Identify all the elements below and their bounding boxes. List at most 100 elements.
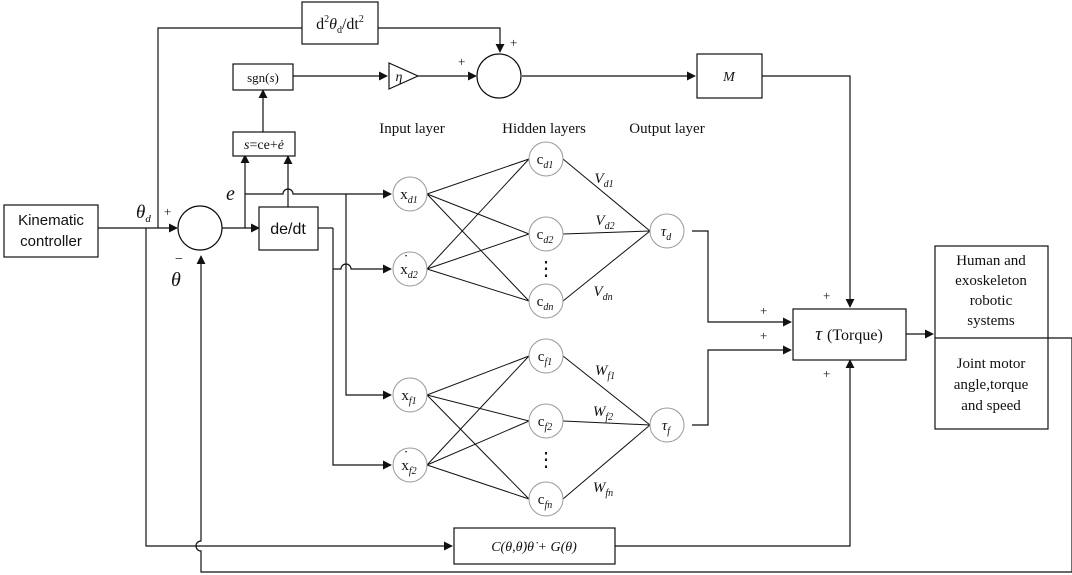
wire-theta-feedback xyxy=(195,255,1072,573)
kinematic-label-line2: controller xyxy=(20,233,82,250)
wire-dynamics-to-torque xyxy=(615,359,855,547)
sliding-summing-junction xyxy=(476,53,522,99)
torque-label: τ(Torque) xyxy=(815,324,883,345)
lower-input-2-dot: ˙ xyxy=(404,449,409,465)
lower-output: τf xyxy=(649,407,685,443)
upper-input-1-label: xd1 xyxy=(400,187,418,206)
upper-input-2-dot: ˙ xyxy=(404,253,409,269)
derivative-block: de/dt xyxy=(258,206,319,251)
nn-connection xyxy=(426,193,530,302)
sliding-surface-label: s=ce+ė xyxy=(244,138,284,153)
signal-labels: θd + − θ e + + + + + + xyxy=(136,35,830,381)
nn-connection xyxy=(426,355,530,396)
output-layer-label: Output layer xyxy=(629,121,704,137)
input-layer-label: Input layer xyxy=(379,121,444,137)
nn-output-connection xyxy=(562,355,651,426)
wire-tauf-to-torque xyxy=(692,345,792,426)
plus-sign-m: + xyxy=(823,288,830,303)
lower-input-1: xf1 xyxy=(392,377,428,413)
kinematic-label-line1: Kinematic xyxy=(18,212,84,229)
plus-sign-tauf: + xyxy=(760,328,767,343)
wire-edot-to-xd2 xyxy=(332,228,392,274)
wire-e-to-xf1 xyxy=(345,194,392,400)
upper-hidden-1-label: cd1 xyxy=(537,152,554,171)
wire-thetad-to-dynamics xyxy=(145,228,453,551)
wire-thetad-to-accel xyxy=(157,27,302,228)
wire-m-to-torque xyxy=(762,75,855,308)
lower-weight-2: Wf2 xyxy=(593,404,613,423)
nn-output-connection xyxy=(562,420,651,426)
error-summing-junction xyxy=(177,205,223,251)
upper-input-2-label: xd2 xyxy=(400,262,418,281)
upper-weight-3: Vdn xyxy=(593,284,612,303)
lower-hidden-2: cf2 xyxy=(528,403,564,439)
nn-connection xyxy=(426,394,530,422)
nn-connection xyxy=(426,420,530,466)
sgn-block: sgn(s) xyxy=(232,63,294,91)
lower-hidden-1-label: cf1 xyxy=(538,349,552,368)
lower-input-2: xf2˙ xyxy=(392,447,428,483)
upper-hidden-3: cdn xyxy=(528,283,564,319)
wire-accel-to-sum2 xyxy=(378,27,505,53)
neural-network-connections xyxy=(426,158,651,500)
plus-sign-eta: + xyxy=(458,54,465,69)
upper-input-1: xd1 xyxy=(392,176,428,212)
lower-ellipsis: ⋮ xyxy=(536,449,556,471)
nn-output-connection xyxy=(562,230,651,235)
human-label-line3: robotic xyxy=(970,293,1013,309)
nn-connection xyxy=(426,464,530,500)
nn-connection xyxy=(426,394,530,500)
mass-matrix-block: M xyxy=(696,53,763,99)
eta-gain-block: η xyxy=(388,62,420,90)
lower-hidden-2-label: cf2 xyxy=(538,414,552,433)
upper-hidden-2: cd2 xyxy=(528,216,564,252)
human-label-line1: Human and xyxy=(956,253,1026,269)
upper-input-2: xd2˙ xyxy=(392,251,428,287)
signal-wires xyxy=(98,27,1072,573)
upper-hidden-3-label: cdn xyxy=(537,294,554,313)
joint-label-line1: Joint motor xyxy=(957,356,1026,372)
mass-matrix-label: M xyxy=(722,70,736,85)
torque-block: τ(Torque) xyxy=(792,308,907,361)
upper-ellipsis: ⋮ xyxy=(536,258,556,280)
upper-output: τd xyxy=(649,213,685,249)
joint-label-line3: and speed xyxy=(961,398,1021,414)
upper-output-label: τd xyxy=(661,224,672,243)
lower-hidden-1: cf1 xyxy=(528,338,564,374)
accel-label: d2θd/dt2 xyxy=(316,14,364,36)
dynamics-label: C(θ,θ̇)θ̇ + G(θ) xyxy=(491,540,577,555)
eta-label: η xyxy=(396,70,403,85)
human-label-line4: systems xyxy=(967,313,1015,329)
kinematic-controller-block: Kinematic controller xyxy=(3,204,99,258)
accel-block: d2θd/dt2 xyxy=(301,1,379,45)
nn-connection xyxy=(426,355,530,466)
human-system-block: Human and exoskeleton robotic systems Jo… xyxy=(934,245,1049,430)
derivative-label: de/dt xyxy=(270,221,306,238)
nn-output-connection xyxy=(562,230,651,302)
plus-sign-taud: + xyxy=(760,303,767,318)
lower-hidden-3: cfn xyxy=(528,481,564,517)
lower-hidden-3-label: cfn xyxy=(538,492,552,511)
plus-sign-accel: + xyxy=(510,35,517,50)
upper-weight-2: Vd2 xyxy=(595,213,614,232)
joint-label-line2: angle,torque xyxy=(954,377,1029,393)
lower-input-1-label: xf1 xyxy=(401,388,416,407)
nn-connection xyxy=(426,158,530,195)
dynamics-compensation-block: C(θ,θ̇)θ̇ + G(θ) xyxy=(453,527,616,565)
nn-output-connection xyxy=(562,158,651,232)
upper-weight-1: Vd1 xyxy=(594,171,613,190)
human-label-line2: exoskeleton xyxy=(955,273,1027,289)
hidden-layers-label: Hidden layers xyxy=(502,121,586,137)
theta-feedback-label: θ xyxy=(171,269,181,291)
sgn-label: sgn(s) xyxy=(247,70,279,85)
plus-sign-dynamics: + xyxy=(823,366,830,381)
plus-sign-thetad: + xyxy=(164,204,171,219)
nn-output-connection xyxy=(562,424,651,500)
nn-connection xyxy=(426,158,530,270)
upper-hidden-2-label: cd2 xyxy=(537,227,554,246)
layer-labels: Input layer Hidden layers Output layer xyxy=(379,121,704,137)
theta-d-label: θd xyxy=(136,202,151,225)
lower-input-2-label: xf2 xyxy=(401,458,416,477)
wire-edot-to-xf2 xyxy=(332,269,392,470)
